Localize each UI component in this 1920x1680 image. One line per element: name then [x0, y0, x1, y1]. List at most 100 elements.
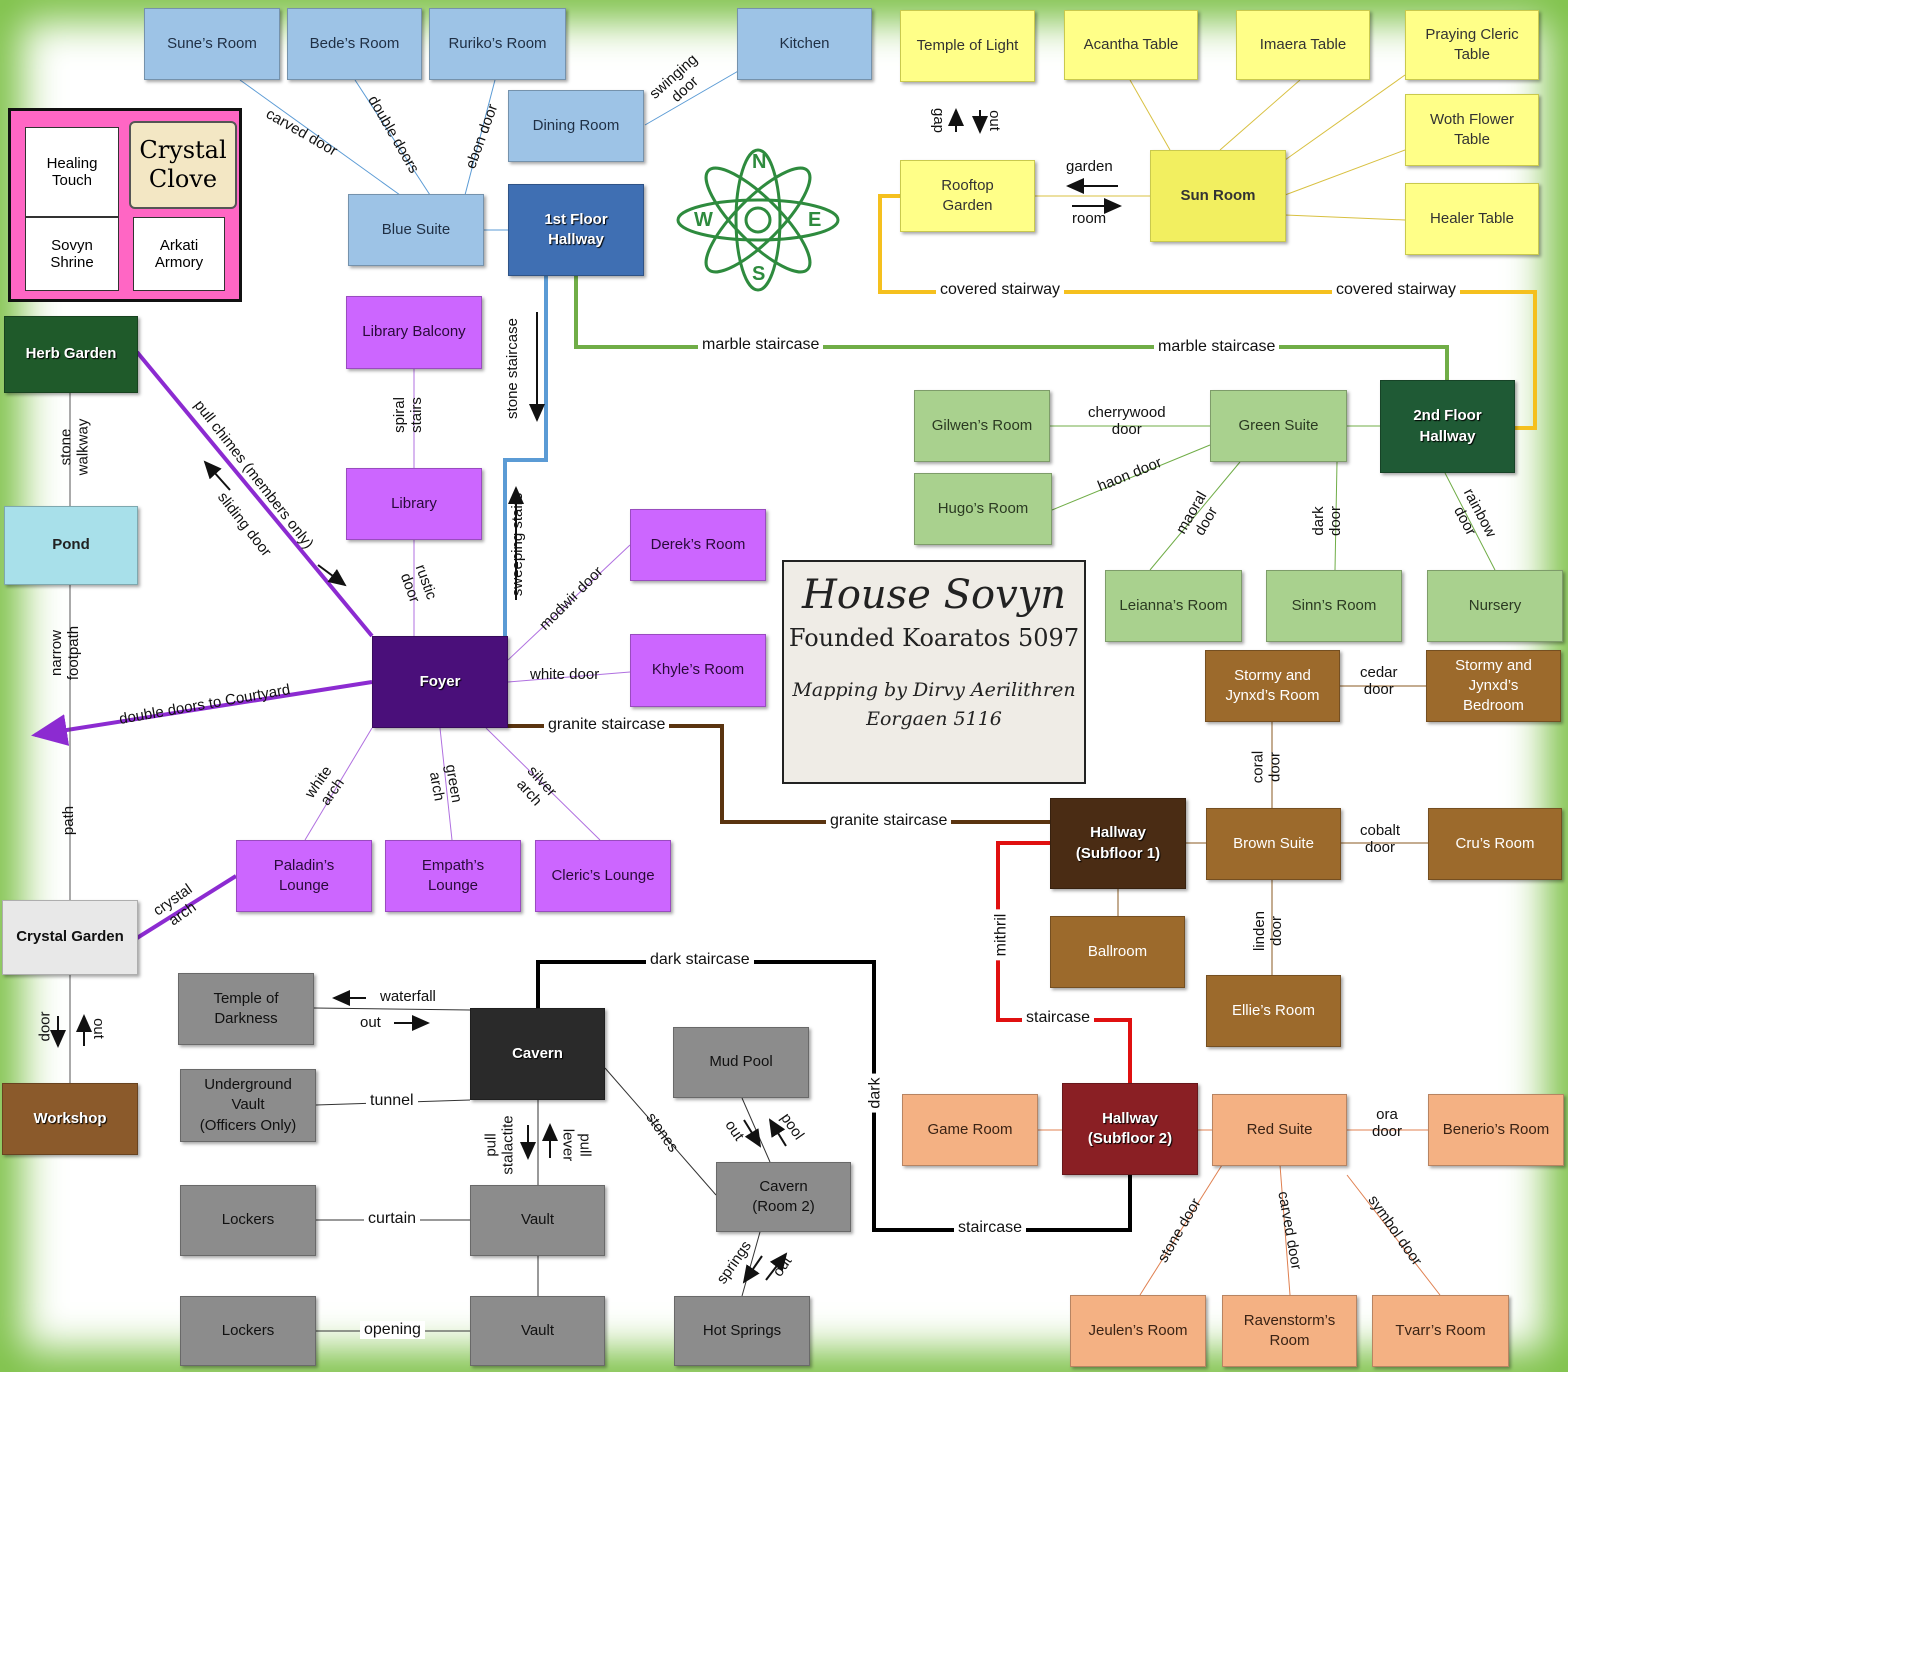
room-kitchen[interactable]: Kitchen: [737, 8, 872, 80]
label-stone-walkway: stone walkway: [57, 418, 92, 476]
room-crystal-garden[interactable]: Crystal Garden: [2, 900, 138, 975]
label-door-workshop: door: [36, 1011, 54, 1042]
label-cedar-door: cedar door: [1360, 664, 1398, 698]
room-hot-springs[interactable]: Hot Springs: [674, 1296, 810, 1366]
room-blue-suite[interactable]: Blue Suite: [348, 194, 484, 266]
legend-crystal-clove-scroll: Crystal Clove: [129, 121, 237, 209]
room-ruriko[interactable]: Ruriko’s Room: [429, 8, 566, 80]
label-green-arch: green arch: [425, 763, 466, 804]
label-curtain: curtain: [364, 1210, 421, 1228]
room-temple-of-light[interactable]: Temple of Light: [900, 10, 1035, 82]
room-sun-room[interactable]: Sun Room: [1150, 150, 1286, 242]
compass-s: S: [752, 263, 765, 285]
room-hallway-subfloor-2[interactable]: Hallway (Subfloor 2): [1062, 1083, 1198, 1175]
label-white-door: white door: [530, 666, 600, 683]
room-benerio[interactable]: Benerio’s Room: [1428, 1094, 1564, 1166]
legend-sovyn-shrine: Sovyn Shrine: [25, 217, 119, 291]
label-stone-staircase: stone staircase: [503, 318, 521, 419]
room-leianna[interactable]: Leianna’s Room: [1105, 570, 1242, 642]
label-dark-door: dark door: [1310, 505, 1345, 537]
label-granite-staircase-2: granite staircase: [826, 812, 952, 830]
room-woth-flower-table[interactable]: Woth Flower Table: [1405, 94, 1539, 166]
label-pull-stalactite: pull stalactite: [482, 1115, 517, 1175]
legend-box: Healing Touch Crystal Clove Sovyn Shrine…: [8, 108, 242, 302]
room-jeulen[interactable]: Jeulen’s Room: [1070, 1295, 1206, 1367]
label-opening: opening: [360, 1321, 425, 1339]
room-rooftop-garden[interactable]: Rooftop Garden: [900, 160, 1035, 232]
legend-arkati-armory: Arkati Armory: [133, 217, 225, 291]
label-garden: garden: [1066, 158, 1113, 175]
compass-e: E: [808, 209, 821, 231]
label-marble-staircase-1: marble staircase: [698, 336, 824, 354]
room-healer-table[interactable]: Healer Table: [1405, 183, 1539, 255]
room-ballroom[interactable]: Ballroom: [1050, 916, 1185, 988]
room-game-room[interactable]: Game Room: [902, 1094, 1038, 1166]
room-brown-suite[interactable]: Brown Suite: [1206, 808, 1341, 880]
label-staircase-black: staircase: [954, 1219, 1027, 1237]
room-cavern-2[interactable]: Cavern (Room 2): [716, 1162, 851, 1232]
room-nursery[interactable]: Nursery: [1427, 570, 1563, 642]
label-coral-door: coral door: [1249, 750, 1284, 784]
room-hallway-subfloor-1[interactable]: Hallway (Subfloor 1): [1050, 798, 1186, 889]
room-lockers-1[interactable]: Lockers: [180, 1185, 316, 1256]
room-1st-floor-hallway[interactable]: 1st Floor Hallway: [508, 184, 644, 276]
room-stormy-jynxd[interactable]: Stormy and Jynxd’s Room: [1205, 650, 1340, 722]
room-tvarr[interactable]: Tvarr’s Room: [1372, 1295, 1509, 1367]
label-room: room: [1072, 210, 1107, 227]
label-sweeping-stairs: sweeping stairs: [509, 492, 527, 597]
room-imaera-table[interactable]: Imaera Table: [1236, 10, 1370, 80]
label-out-top: out: [985, 110, 1003, 131]
label-cherrywood-door: cherrywood door: [1088, 404, 1166, 438]
room-ravenstorm[interactable]: Ravenstorm’s Room: [1222, 1295, 1357, 1367]
room-dining[interactable]: Dining Room: [508, 90, 644, 162]
room-sinn[interactable]: Sinn’s Room: [1266, 570, 1402, 642]
room-workshop[interactable]: Workshop: [2, 1083, 138, 1155]
mapping-credit: Mapping by Dirvy Aerilithren Eorgaen 511…: [792, 679, 1076, 730]
room-cleric-lounge[interactable]: Cleric’s Lounge: [535, 840, 671, 912]
room-vault-2[interactable]: Vault: [470, 1296, 605, 1366]
label-ora-door: ora door: [1372, 1106, 1403, 1140]
label-covered-stairway-1: covered stairway: [936, 281, 1065, 299]
house-title: House Sovyn: [801, 572, 1067, 618]
room-hugo[interactable]: Hugo’s Room: [914, 473, 1052, 545]
room-cavern[interactable]: Cavern: [470, 1008, 605, 1100]
room-library-balcony[interactable]: Library Balcony: [346, 296, 482, 369]
label-staircase-red: staircase: [1022, 1009, 1095, 1027]
room-green-suite[interactable]: Green Suite: [1210, 390, 1347, 462]
room-bede[interactable]: Bede’s Room: [287, 8, 422, 80]
label-dark-vertical: dark: [866, 1073, 885, 1113]
room-foyer[interactable]: Foyer: [372, 636, 508, 728]
room-underground-vault[interactable]: Underground Vault (Officers Only): [180, 1069, 316, 1142]
title-card: House Sovyn Founded Koaratos 5097 Mappin…: [782, 560, 1086, 784]
room-stormy-jynxd-bedroom[interactable]: Stormy and Jynxd’s Bedroom: [1426, 650, 1561, 722]
label-dark-staircase: dark staircase: [646, 951, 754, 969]
legend-healing-touch: Healing Touch: [25, 127, 119, 217]
label-waterfall: waterfall: [380, 988, 436, 1005]
room-khyle[interactable]: Khyle’s Room: [630, 634, 766, 707]
room-empath-lounge[interactable]: Empath’s Lounge: [385, 840, 521, 912]
room-vault-1[interactable]: Vault: [470, 1185, 605, 1256]
label-out-temple: out: [360, 1014, 381, 1031]
label-granite-staircase-1: granite staircase: [544, 716, 670, 734]
room-temple-of-darkness[interactable]: Temple of Darkness: [178, 973, 314, 1045]
room-mud-pool[interactable]: Mud Pool: [673, 1027, 809, 1098]
connection-lines: [31, 69, 1537, 1332]
room-ellie[interactable]: Ellie’s Room: [1206, 975, 1341, 1047]
room-2nd-floor-hallway[interactable]: 2nd Floor Hallway: [1380, 380, 1515, 473]
room-gilwen[interactable]: Gilwen’s Room: [914, 390, 1050, 462]
compass-w: W: [694, 209, 713, 231]
room-praying-cleric-table[interactable]: Praying Cleric Table: [1405, 10, 1539, 80]
label-mithril: mithril: [992, 909, 1011, 961]
room-paladin-lounge[interactable]: Paladin’s Lounge: [236, 840, 372, 912]
room-red-suite[interactable]: Red Suite: [1212, 1094, 1347, 1166]
room-pond[interactable]: Pond: [4, 506, 138, 585]
room-cru[interactable]: Cru’s Room: [1428, 808, 1562, 880]
room-lockers-2[interactable]: Lockers: [180, 1296, 316, 1366]
label-covered-stairway-2: covered stairway: [1332, 281, 1461, 299]
room-derek[interactable]: Derek’s Room: [630, 509, 766, 581]
label-out-workshop: out: [89, 1018, 107, 1039]
room-sune[interactable]: Sune’s Room: [144, 8, 280, 80]
room-herb-garden[interactable]: Herb Garden: [4, 316, 138, 393]
room-acantha-table[interactable]: Acantha Table: [1064, 10, 1198, 80]
room-library[interactable]: Library: [346, 468, 482, 540]
